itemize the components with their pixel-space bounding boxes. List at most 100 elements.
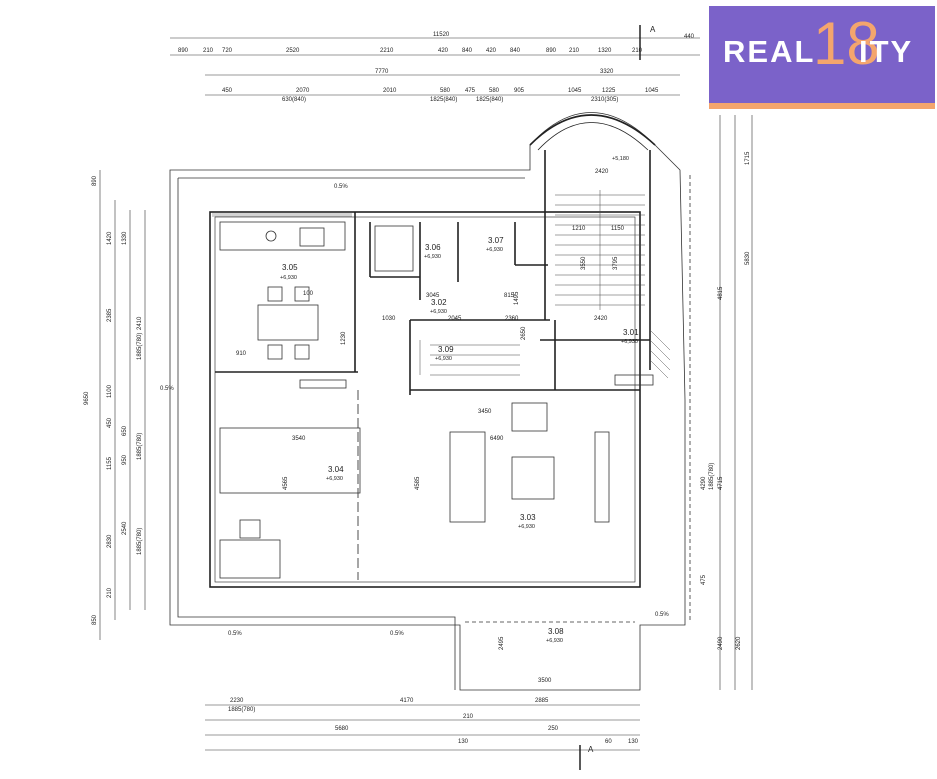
dimension-lines: [99, 37, 753, 751]
dim-text: 2420: [595, 169, 609, 175]
dim-text: 1885(780): [709, 463, 715, 490]
dim-text: 3450: [478, 409, 492, 415]
dim-text: 905: [514, 88, 525, 94]
dim-text: 1330: [122, 231, 128, 245]
dim-text: 1420: [107, 231, 113, 245]
dim-text: 420: [486, 48, 497, 54]
dim-text: 2230: [230, 698, 244, 704]
dim-text: 630(840): [282, 97, 306, 103]
dim-text: 475: [465, 88, 476, 94]
dim-text: 850: [92, 614, 98, 625]
dim-text: 2360: [505, 316, 519, 322]
dimension-texts: 11520 890 210 720 2520 2210 420 840 420 …: [84, 32, 751, 745]
room-label-302: 3.02: [431, 298, 447, 307]
dim-text: 450: [222, 88, 233, 94]
dim-text: 1495: [514, 291, 520, 305]
room-level-301: +6,930: [621, 339, 638, 345]
logo-number: 18: [813, 10, 880, 77]
dim-text: 4585: [415, 476, 421, 490]
slope-label: 0.5%: [228, 631, 242, 637]
furniture: [219, 221, 654, 579]
dim-text: 100: [303, 291, 314, 297]
walls: [209, 114, 656, 588]
dim-text: 890: [92, 175, 98, 186]
dim-text: 2650: [521, 326, 527, 340]
dim-text: 650: [122, 425, 128, 436]
dim-text: 1045: [568, 88, 582, 94]
dim-text: 3320: [600, 69, 614, 75]
dim-text: 1715: [745, 151, 751, 165]
dim-text: 1885(780): [137, 528, 143, 555]
dim-text: 910: [236, 351, 247, 357]
dim-text: 2520: [286, 48, 300, 54]
dim-text: 5830: [745, 251, 751, 265]
dim-text: 890: [178, 48, 189, 54]
slope-label: 0.5%: [160, 386, 174, 392]
dim-text: 2045: [448, 316, 462, 322]
dim-text: 950: [122, 454, 128, 465]
dim-text: 5680: [335, 726, 349, 732]
real18ity-logo: REAL 18 ITY: [709, 6, 935, 109]
dim-text: 2310(305): [591, 97, 618, 103]
dim-text: 1825(840): [476, 97, 503, 103]
logo-word-left: REAL: [723, 34, 816, 69]
dim-text: 9650: [84, 391, 90, 405]
dim-text: 1320: [598, 48, 612, 54]
logo-word-right: ITY: [859, 34, 914, 69]
dim-text: 4715: [718, 476, 724, 490]
room-label-308: 3.08: [548, 627, 564, 636]
dim-text: 1030: [382, 316, 396, 322]
dim-text: 7770: [375, 69, 389, 75]
dim-text: 11520: [433, 32, 450, 38]
dim-text: 2540: [122, 521, 128, 535]
dim-text: 6490: [490, 436, 504, 442]
dim-text: 3795: [613, 256, 619, 270]
dim-text: 450: [107, 417, 113, 428]
dim-text: 1100: [107, 384, 113, 398]
stair-level: +5,180: [612, 156, 629, 162]
section-line-a: A A: [579, 25, 656, 770]
dim-text: 2210: [380, 48, 394, 54]
dim-text: 840: [462, 48, 473, 54]
wall-hatching: [212, 213, 671, 379]
room-label-306: 3.06: [425, 243, 441, 252]
room-label-305: 3.05: [282, 263, 298, 272]
dim-text: 1230: [341, 331, 347, 345]
dim-text: 840: [510, 48, 521, 54]
dim-text: 1825(840): [430, 97, 457, 103]
dim-text: 1045: [645, 88, 659, 94]
room-labels: 3.05 +6,930 3.06 +6,930 3.07 +6,930 3.02…: [280, 156, 639, 644]
dim-text: 4170: [400, 698, 414, 704]
room-level-306: +6,930: [424, 254, 441, 260]
dim-text: 2410: [137, 316, 143, 330]
dim-text: 3550: [581, 256, 587, 270]
room-level-307: +6,930: [486, 247, 503, 253]
dim-text: 2620: [736, 636, 742, 650]
dim-text: 1155: [107, 456, 113, 470]
dim-text: 440: [684, 34, 695, 40]
dim-text: 4290: [701, 476, 707, 490]
slope-labels: 0.5% 0.5% 0.5% 0.5% 0.5%: [160, 184, 669, 637]
dim-text: 3045: [426, 293, 440, 299]
dim-text: 130: [458, 739, 469, 745]
dim-text: 580: [489, 88, 500, 94]
dim-text: 2385: [107, 308, 113, 322]
slope-label: 0.5%: [390, 631, 404, 637]
section-label-bottom: A: [588, 745, 594, 754]
dim-text: 210: [569, 48, 580, 54]
room-label-303: 3.03: [520, 513, 536, 522]
dim-text: 2490: [718, 636, 724, 650]
dim-text: 890: [546, 48, 557, 54]
room-label-304: 3.04: [328, 465, 344, 474]
room-level-304: +6,930: [326, 476, 343, 482]
dim-text: 3500: [538, 678, 552, 684]
dim-text: 60: [605, 739, 612, 745]
slope-label: 0.5%: [655, 612, 669, 618]
dim-text: 250: [548, 726, 559, 732]
dim-text: 210: [203, 48, 214, 54]
room-level-309: +6,930: [435, 356, 452, 362]
dim-text: 4565: [283, 476, 289, 490]
dim-text: 4815: [718, 286, 724, 300]
dim-text: 2070: [296, 88, 310, 94]
